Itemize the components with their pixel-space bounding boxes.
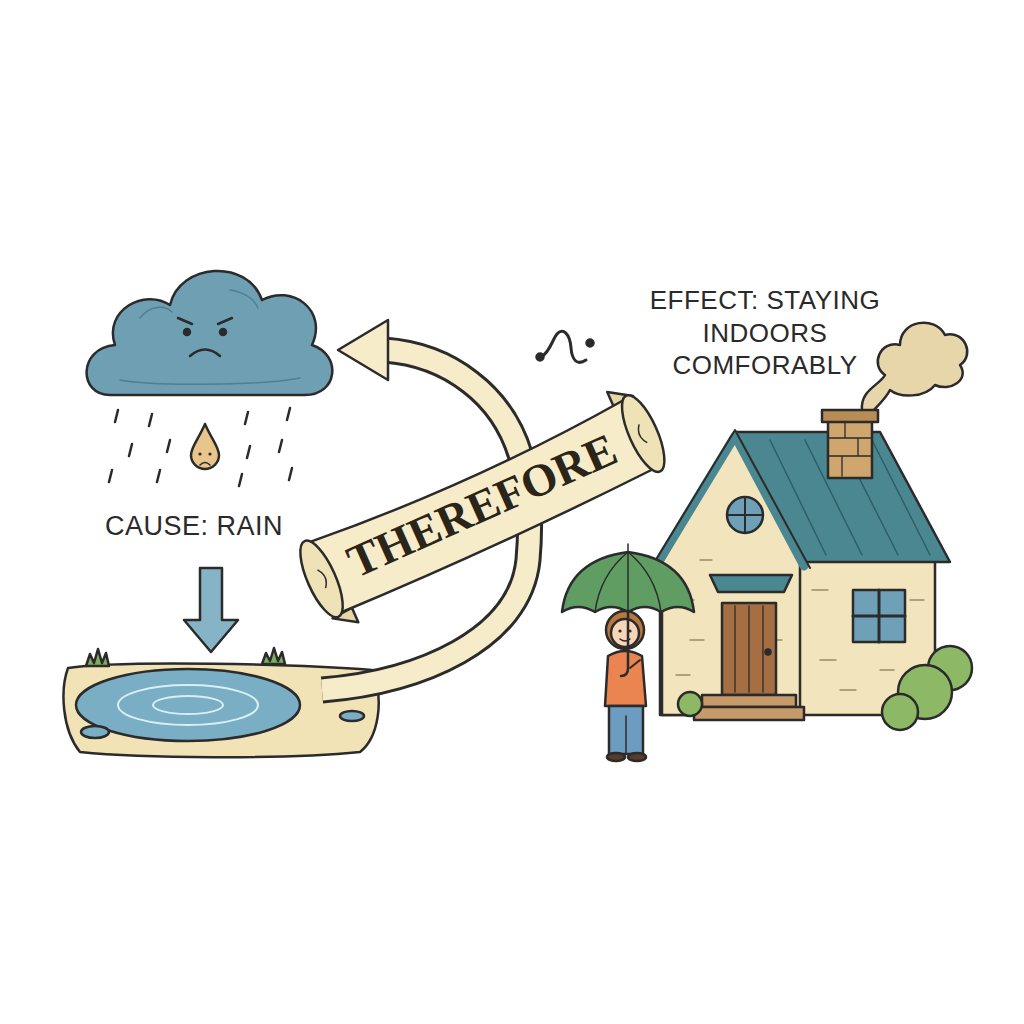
grass-tuft — [86, 649, 109, 666]
cloud-shading — [120, 290, 300, 384]
down-arrow — [184, 568, 238, 652]
door — [722, 603, 776, 695]
grass-tuft — [262, 648, 285, 664]
squiggle-symbol — [542, 331, 586, 362]
girl-face — [611, 619, 639, 647]
leg-line — [625, 716, 627, 754]
small-puddle — [81, 726, 109, 738]
label-text: EFFECT: STAYING INDOORS COMFORABLY — [647, 284, 884, 382]
rain-lines — [109, 408, 292, 486]
cloud-eye — [220, 329, 226, 335]
window-cross — [853, 590, 905, 642]
small-puddle — [340, 711, 364, 721]
umbrella-handle — [621, 612, 628, 676]
window — [853, 590, 905, 642]
drop-face — [200, 463, 210, 466]
girl-shoe — [607, 753, 625, 761]
symbol-dot — [587, 340, 594, 347]
girl-pants — [609, 706, 643, 754]
umbrella-ribs — [595, 544, 661, 612]
chimney-cap — [822, 410, 878, 422]
bush — [882, 694, 918, 730]
gable-roof-edge — [656, 436, 804, 566]
cloud-face — [178, 318, 232, 356]
rain-cloud — [87, 271, 333, 395]
girl-arm — [630, 660, 640, 668]
cause-label: CAUSE: RAIN — [105, 510, 283, 544]
step — [702, 695, 796, 707]
gable-wall — [662, 440, 800, 715]
smoke — [862, 323, 967, 412]
wall-bricks — [676, 560, 924, 690]
girl-eye — [618, 629, 621, 632]
effect-label: EFFECT: STAYING INDOORS COMFORABLY — [647, 284, 884, 382]
drop-eye — [208, 452, 211, 455]
puddle-ripple — [153, 696, 223, 714]
door-knob — [766, 650, 771, 655]
round-window — [727, 497, 763, 533]
rain-drop — [191, 424, 219, 469]
girl-body — [605, 651, 646, 706]
window-cross — [727, 497, 763, 533]
chimney — [828, 420, 872, 478]
step — [694, 707, 804, 720]
puddle — [76, 669, 300, 741]
drop-eye — [198, 452, 201, 455]
label-text: CAUSE: RAIN — [105, 510, 283, 544]
gable-roof-outline — [651, 430, 810, 568]
puddle-ripple — [118, 685, 258, 725]
cloud-eye — [184, 329, 190, 335]
ribbon-arrowhead — [338, 320, 388, 380]
door-awning — [710, 575, 792, 592]
chimney-bricks — [828, 422, 872, 476]
girl-hair — [606, 611, 644, 649]
bush — [678, 692, 702, 716]
symbol-dot — [537, 354, 544, 361]
door-planks — [735, 606, 763, 692]
girl-shoe — [628, 753, 646, 761]
